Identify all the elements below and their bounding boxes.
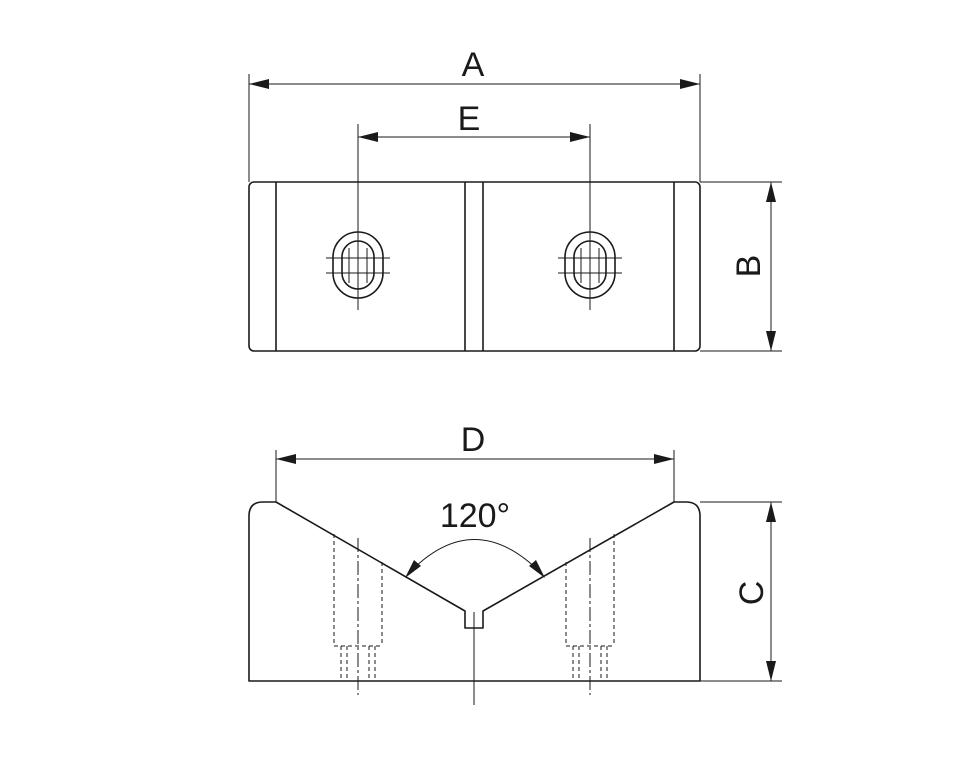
dimension-a-label: A bbox=[462, 46, 485, 84]
angle-arc bbox=[407, 539, 543, 575]
dimension-b-arrow-top bbox=[766, 182, 776, 202]
angle-arrow-left bbox=[405, 560, 421, 578]
right-counterbore bbox=[565, 534, 615, 695]
dimension-a: A bbox=[249, 46, 700, 89]
front-view: D 120° C bbox=[248, 421, 782, 705]
dimension-d-arrow-right bbox=[654, 454, 674, 464]
dimension-d: D bbox=[275, 421, 675, 502]
dimension-e-arrow-right bbox=[570, 132, 590, 142]
dimension-d-label: D bbox=[461, 421, 486, 459]
top-view: A E B bbox=[248, 46, 782, 352]
dimension-c-label: C bbox=[733, 581, 771, 606]
dimension-c: C bbox=[700, 501, 782, 682]
angle-dimension: 120° bbox=[405, 497, 545, 578]
dimension-e: E bbox=[358, 100, 590, 142]
top-view-outline bbox=[248, 181, 701, 352]
angle-arrow-right bbox=[529, 560, 545, 578]
dimension-e-arrow-left bbox=[358, 132, 378, 142]
left-counterbore bbox=[333, 534, 383, 695]
dimension-b-label: B bbox=[730, 255, 768, 278]
dimension-b-arrow-bottom bbox=[766, 331, 776, 351]
dimension-a-arrow-right bbox=[680, 79, 700, 89]
dimension-d-arrow-left bbox=[276, 454, 296, 464]
dimension-e-label: E bbox=[458, 100, 481, 138]
dimension-a-arrow-left bbox=[249, 79, 269, 89]
dimension-c-arrow-bottom bbox=[766, 661, 776, 681]
angle-label: 120° bbox=[440, 497, 510, 535]
dimension-c-arrow-top bbox=[766, 502, 776, 522]
dimension-b: B bbox=[700, 181, 782, 352]
